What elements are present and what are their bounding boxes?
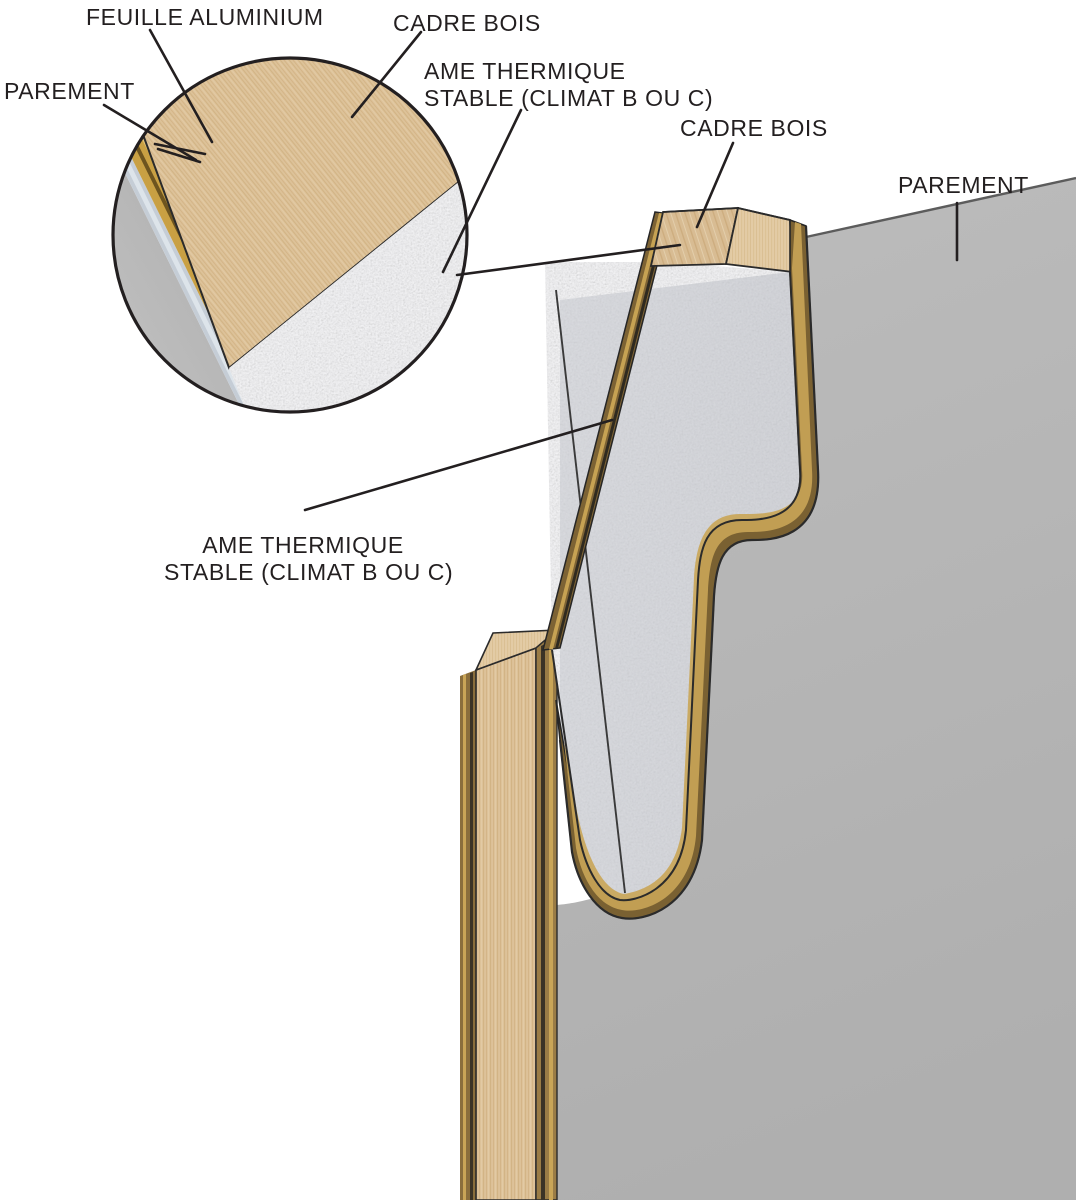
label-ame-thermique-detail-line1: AME THERMIQUE xyxy=(424,58,626,84)
post-front-face xyxy=(475,646,537,1200)
ame-thermique-core-shade-texture xyxy=(560,272,801,901)
panel-right-outer-contour xyxy=(558,225,820,920)
leader-ame-thermique-detail xyxy=(441,108,523,274)
label-cadre-bois-detail: CADRE BOIS xyxy=(393,10,541,36)
parement-main-face xyxy=(556,178,1076,1200)
leader-ame-thermique-main xyxy=(303,418,614,512)
cadre-bois-cap-top-edge xyxy=(662,207,791,221)
label-ame-thermique-detail-line2: STABLE (CLIMAT B OU C) xyxy=(424,85,714,111)
leader-cadre-bois-detail xyxy=(350,30,423,119)
leader-parement-detail xyxy=(102,103,198,162)
post-left-laminate-stripe-a xyxy=(463,674,466,1200)
leader-parement-arrow-a xyxy=(153,142,207,156)
post-right-laminate xyxy=(535,628,558,1200)
parement-main-top-edge xyxy=(805,176,1076,239)
label-ame-thermique-main-line2: STABLE (CLIMAT B OU C) xyxy=(164,559,454,585)
post-left-laminate-stripe-b xyxy=(470,672,473,1200)
panel-left-laminate-stripe-a xyxy=(549,213,663,650)
detail-callout-ring xyxy=(111,56,469,414)
panel-inner-contour xyxy=(551,271,802,902)
leader-cadre-bois-main xyxy=(695,141,735,229)
label-parement-main: PAREMENT xyxy=(898,172,1029,198)
leader-detail-to-main xyxy=(455,243,682,277)
detail-ame-thermique-texture xyxy=(229,115,467,412)
label-feuille-aluminium: FEUILLE ALUMINIUM xyxy=(86,4,324,30)
post-right-laminate-stripe-a xyxy=(541,644,545,1200)
main-assembly xyxy=(460,176,1076,1200)
post-left-laminate xyxy=(460,670,476,1200)
label-cadre-bois-main: CADRE BOIS xyxy=(680,115,828,141)
leader-feuille-aluminium xyxy=(148,28,214,144)
leader-parement-arrow-b xyxy=(156,147,202,164)
leader-lines xyxy=(102,28,959,512)
label-parement-detail: PAREMENT xyxy=(4,78,135,104)
panel-left-laminate-stripe-b xyxy=(555,214,668,649)
ame-thermique-fold-line xyxy=(555,289,626,894)
cadre-bois-cap-left xyxy=(649,207,740,267)
detail-cadre-bois xyxy=(126,58,467,368)
label-ame-thermique-main-line1: AME THERMIQUE xyxy=(202,532,404,558)
post-right-laminate-stripe-b xyxy=(549,640,553,1200)
